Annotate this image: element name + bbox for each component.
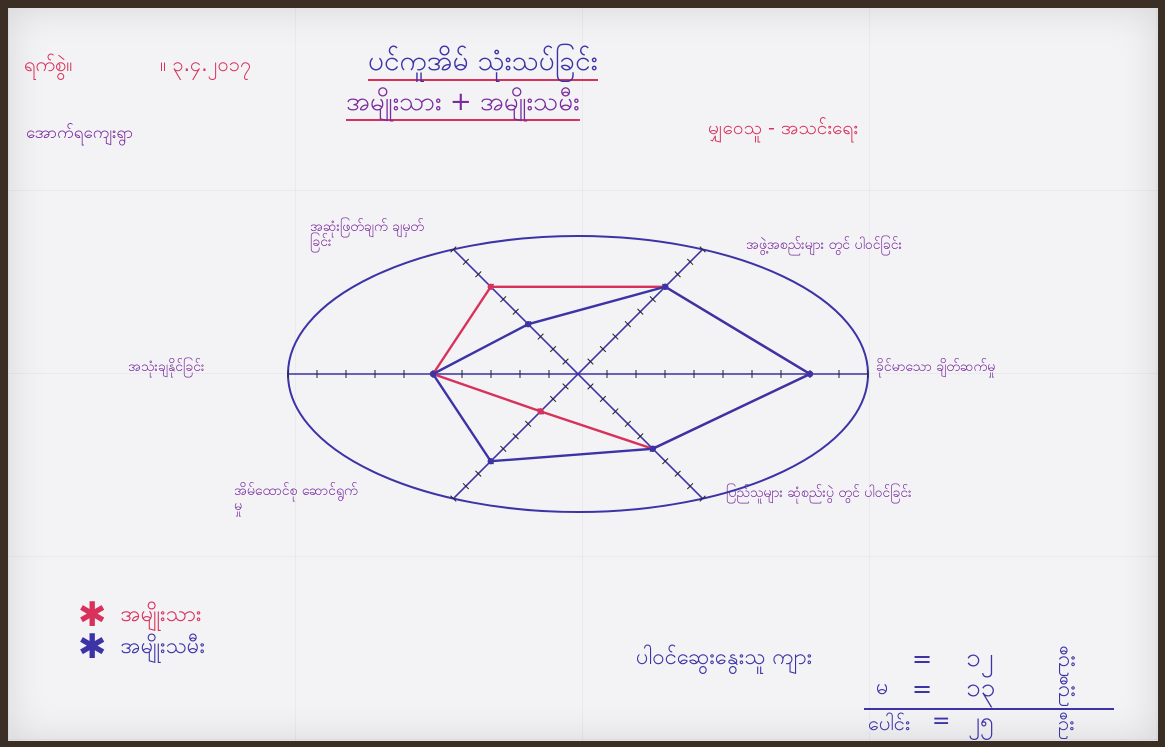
legend-male-label: အမျိုးသား: [120, 601, 202, 627]
chart-data-point: [429, 370, 437, 378]
chart-tick: [537, 333, 544, 340]
chart-tick: [450, 246, 457, 253]
village-name: အောက်ရကျေးရွာ: [26, 123, 134, 143]
date-label: ရက်စွဲ။: [24, 52, 73, 76]
male-eq: =: [912, 645, 933, 673]
axis-label-top-right: အဖွဲ့အစည်းများ တွင် ပါဝင်ခြင်း: [746, 237, 903, 253]
axis-label-top-left: အဆုံးဖြတ်ချက် ချမှတ်ခြင်း: [310, 219, 424, 251]
chart-tick: [549, 395, 557, 403]
chart-tick: [637, 308, 644, 315]
chart-tick: [624, 420, 632, 428]
page-subtitle: အမျိုးသား + အမျိုးသမီး: [346, 87, 580, 121]
chart-data-point: [487, 458, 494, 465]
spider-chart: [287, 235, 869, 513]
axis-label-bottom-right: ပြည်သူများ ဆုံစည်းပွဲ တွင် ပါဝင်ခြင်း: [726, 485, 912, 501]
chart-tick: [624, 320, 632, 328]
star-icon: ✱: [78, 595, 107, 635]
axis-label-bottom-left: အိမ်ထောင်စု ဆောင်ရွက်မှု: [234, 483, 358, 515]
chart-tick: [475, 271, 482, 278]
chart-tick: [500, 445, 507, 452]
chart-tick: [512, 433, 519, 440]
axis-label-left: အသုံးချနိုင်ခြင်း: [128, 359, 205, 375]
chart-tick: [699, 246, 706, 253]
chart-tick: [649, 296, 656, 303]
chart-data-point: [806, 370, 814, 378]
chart-tick: [686, 482, 694, 490]
total-count: ၂၅: [968, 707, 994, 735]
male-count: ၁၂: [966, 643, 994, 673]
female-unit: ဦး: [1058, 677, 1076, 702]
chart-series-polygon: [431, 285, 812, 450]
chart-tick: [587, 358, 594, 365]
chart-tick: [599, 345, 607, 353]
total-label: ပေါင်း: [868, 711, 910, 735]
facilitator-name: မျှဝေသူ - အသင်းရေး: [708, 117, 859, 139]
male-unit: ဦး: [1058, 647, 1076, 672]
female-eq: =: [912, 675, 933, 703]
participants-title: ပါဝင်ဆွေးနွေးသူ ကျား: [636, 645, 813, 670]
chart-tick: [475, 470, 482, 477]
page-title: ပင်ကူအိမ် သုံးသပ်ခြင်း: [368, 44, 598, 81]
chart-tick: [549, 345, 557, 353]
chart-tick: [637, 433, 644, 440]
chart-tick: [674, 470, 681, 477]
chart-data-point: [649, 445, 656, 452]
female-count: ၁၃: [966, 673, 996, 703]
total-divider: [864, 708, 1114, 710]
chart-tick: [699, 495, 706, 502]
legend-female-label: အမျိုးသမီး: [120, 633, 205, 659]
chart-tick: [524, 420, 532, 428]
chart-tick: [587, 383, 594, 390]
total-unit: ဦး: [1058, 711, 1075, 735]
chart-tick: [662, 458, 669, 465]
female-label: မ: [876, 675, 889, 700]
chart-tick: [462, 258, 470, 266]
date-value: ။ ၃.၄.၂၀၁၇: [160, 52, 252, 76]
chart-tick: [462, 482, 470, 490]
chart-tick: [686, 258, 694, 266]
chart-tick: [562, 383, 569, 390]
chart-tick: [612, 333, 619, 340]
legend-male: ✱ အမျိုးသား: [78, 598, 201, 632]
legend-female: ✱ အမျိုးသမီး: [78, 630, 205, 664]
total-eq: =: [932, 709, 951, 734]
axis-label-right: ခိုင်မာသော ချိတ်ဆက်မှု: [876, 359, 996, 375]
chart-tick: [674, 271, 681, 278]
star-icon: ✱: [78, 627, 107, 667]
paper-sheet: ရက်စွဲ။ ။ ၃.၄.၂၀၁၇ ပင်ကူအိမ် သုံးသပ်ခြင်…: [8, 8, 1158, 741]
chart-tick: [450, 495, 457, 502]
chart-tick: [500, 296, 507, 303]
chart-tick: [612, 408, 619, 415]
chart-data-point: [487, 283, 494, 290]
chart-tick: [562, 358, 569, 365]
chart-axis-line: [452, 248, 704, 500]
chart-data-point: [524, 320, 532, 328]
chart-data-point: [537, 408, 544, 415]
chart-tick: [599, 395, 607, 403]
chart-data-point: [662, 283, 669, 290]
chart-tick: [512, 308, 519, 315]
